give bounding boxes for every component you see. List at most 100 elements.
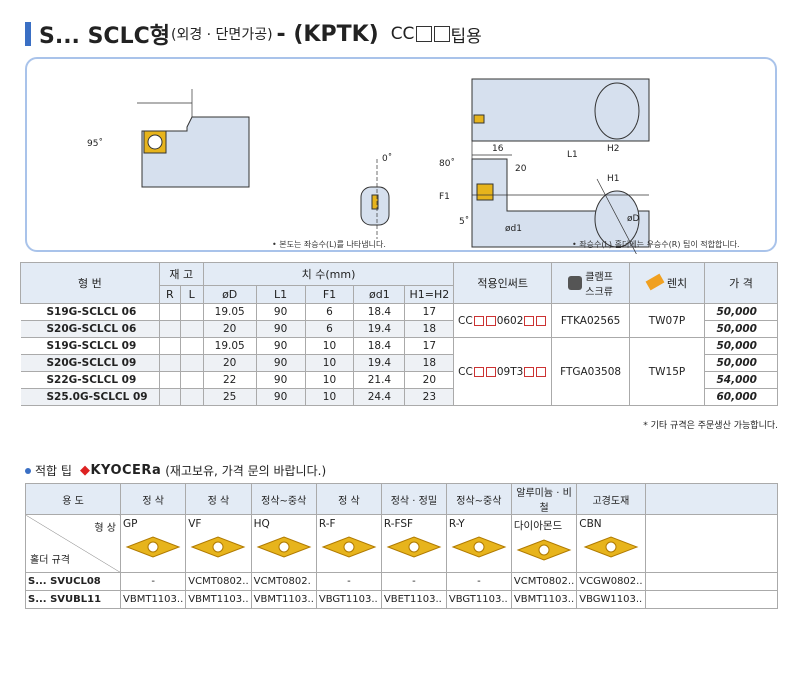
d1-cell: 19.4 [353, 320, 406, 338]
tip-shape-cell: CBN [576, 514, 646, 573]
model-cell: S25.0G-SCLCL 09 [20, 388, 160, 406]
bullet-icon [25, 467, 31, 474]
tip-code-cell: - [315, 572, 382, 591]
placeholder-box [524, 315, 535, 326]
stock-l-cell [179, 320, 204, 338]
price-cell: 54,000 [703, 371, 779, 389]
tip-code-cell: VCMT0802.. [510, 572, 578, 591]
model-cell: S20G-SCLCL 09 [20, 354, 160, 372]
use-header: 고경도재 [576, 483, 646, 515]
header-od: øD [202, 285, 257, 304]
header-f1: F1 [304, 285, 355, 304]
placeholder-box [536, 366, 547, 377]
f1-cell: 6 [304, 320, 355, 338]
holder-cell: S... SVUBL11 [25, 590, 121, 609]
tip-code-cell: VCMT0802. [250, 572, 317, 591]
tip-code-cell: VBET1103.. [380, 590, 447, 609]
header-model: 형 번 [20, 262, 160, 304]
header-dimensions: 치 수(mm) [202, 262, 455, 286]
h-cell: 18 [404, 320, 455, 338]
price-cell: 50,000 [703, 337, 779, 355]
insert-code: 0602 [496, 314, 524, 327]
screw-cell: FTGA03508 [551, 337, 631, 406]
f1-cell: 6 [304, 303, 355, 321]
screw-cell: FTKA02565 [551, 303, 631, 338]
empty-cell [644, 572, 779, 591]
title-main: S... SCLC형 [39, 24, 170, 49]
insert-tip-icon [451, 536, 507, 558]
insert-tip-icon [191, 536, 246, 558]
title-dash: - (KPTK) [276, 21, 379, 47]
h-cell: 23 [404, 388, 455, 406]
placeholder-box [485, 315, 496, 326]
tip-shape-name: GP [123, 518, 138, 530]
dim-l1-label: L1 [567, 150, 578, 160]
empty-cell [644, 590, 779, 609]
title-sub: (외경 · 단면가공) [170, 27, 273, 43]
h-cell: 17 [404, 337, 455, 355]
tip-shape-name: VF [188, 518, 202, 530]
tip-shape-cell: R-FSF [380, 514, 447, 573]
use-label: 용 도 [25, 483, 121, 515]
tip-shape-name: R-F [318, 518, 336, 530]
holder-label: 홀더 규격 [30, 555, 70, 566]
tip-code-cell: - [380, 572, 447, 591]
d1-cell: 18.4 [353, 303, 406, 321]
placeholder-box [473, 315, 484, 326]
header-stock: 재 고 [158, 262, 204, 286]
od-cell: 19.05 [202, 337, 257, 355]
header-wrench-label: 렌치 [666, 277, 688, 290]
table-row: S... SVUCL08-VCMT0802..VCMT0802.---VCMT0… [25, 572, 779, 591]
l1-cell: 90 [255, 371, 306, 389]
tip-shape-cell: GP [119, 514, 187, 573]
l1-cell: 90 [255, 337, 306, 355]
od-cell: 25 [202, 388, 257, 406]
d1-cell: 21.4 [353, 371, 406, 389]
header-insert: 적용인써트 [453, 262, 553, 304]
model-cell: S22G-SCLCL 09 [20, 371, 160, 389]
title-bar-marker [25, 22, 31, 46]
angle-95-label: 95˚ [87, 138, 103, 149]
tip-shape-cell: R-Y [445, 514, 512, 573]
header-l1: L1 [255, 285, 306, 304]
price-cell: 50,000 [703, 320, 779, 338]
stock-r-cell [158, 388, 181, 406]
h-cell: 20 [404, 371, 455, 389]
tip-shape-name: R-Y [448, 518, 465, 530]
tip-code-cell: VBGW1103.. [576, 590, 646, 609]
f1-cell: 10 [304, 354, 355, 372]
d1-cell: 18.4 [353, 337, 406, 355]
f1-cell: 10 [304, 388, 355, 406]
wrench-cell: TW15P [629, 337, 705, 406]
tip-shape-name: CBN [579, 518, 602, 530]
dim-h2-label: H2 [607, 144, 620, 154]
stock-r-cell [158, 371, 181, 389]
dim-16-label: 16 [492, 144, 504, 154]
stock-l-cell [179, 371, 204, 389]
price-cell: 50,000 [703, 303, 779, 321]
use-header: 정 삭 [119, 483, 187, 515]
price-cell: 50,000 [703, 354, 779, 372]
screw-icon [568, 276, 583, 290]
dim-od-label: øD [627, 214, 640, 224]
stock-r-cell [158, 337, 181, 355]
price-cell: 60,000 [703, 388, 779, 406]
header-wrench: 렌치 [629, 262, 705, 304]
title-tip-suffix: 팁용 [450, 26, 482, 47]
tip-code-cell: VBGT1103.. [315, 590, 382, 609]
tip-shape-cell: 다이아몬드 [510, 514, 578, 573]
holder-drawing: 95˚ 0˚ 80˚ 5˚ 16 H2 L1 20 H1 F1 ød1 øD [87, 78, 650, 254]
insert-tip-icon [583, 536, 639, 558]
placeholder-box [524, 366, 535, 377]
insert-tip-icon [321, 536, 377, 558]
tip-code-cell: VBMT1103.. [250, 590, 317, 609]
model-cell: S20G-SCLCL 06 [20, 320, 160, 338]
od-cell: 20 [202, 354, 257, 372]
